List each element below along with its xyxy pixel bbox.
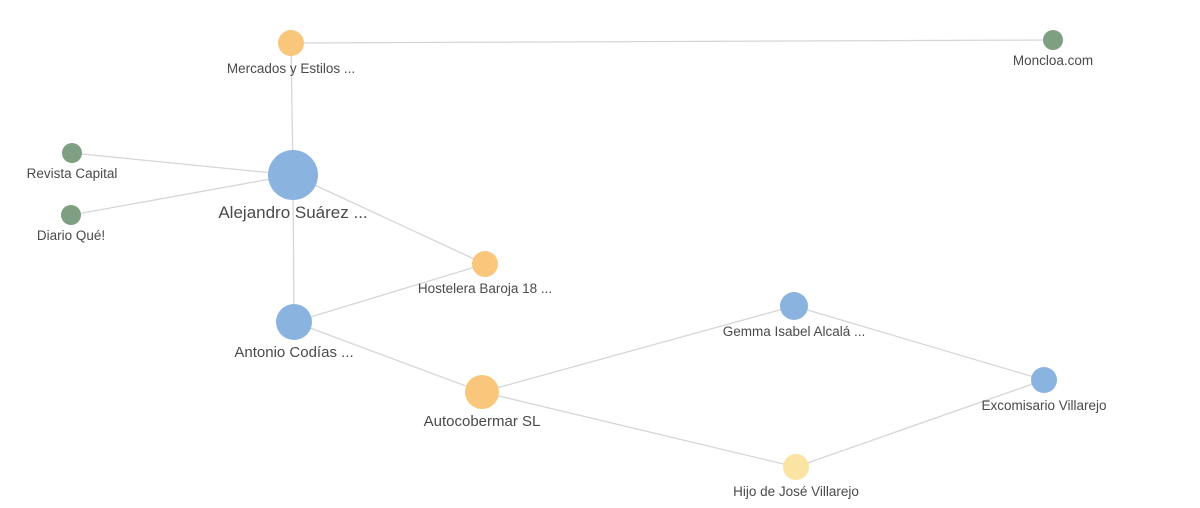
edge-autocobermar-gemma <box>481 305 795 393</box>
edge-diario-alejandro <box>70 174 294 216</box>
node-label-hijo: Hijo de José Villarejo <box>733 484 859 499</box>
edge-hijo-excomisario <box>795 379 1045 468</box>
node-label-excomisario: Excomisario Villarejo <box>981 398 1106 413</box>
node-autocobermar[interactable] <box>465 375 499 409</box>
edges-layer <box>70 39 1054 468</box>
node-label-diario: Diario Qué! <box>37 228 105 243</box>
node-label-moncloa: Moncloa.com <box>1013 53 1093 68</box>
node-revista[interactable] <box>62 143 82 163</box>
node-label-gemma: Gemma Isabel Alcalá ... <box>723 324 866 339</box>
node-alejandro[interactable] <box>268 150 318 200</box>
node-excomisario[interactable] <box>1031 367 1057 393</box>
node-label-antonio: Antonio Codías ... <box>234 344 353 361</box>
node-label-autocobermar: Autocobermar SL <box>424 413 541 430</box>
edge-revista-alejandro <box>71 152 294 176</box>
node-label-revista: Revista Capital <box>27 166 118 181</box>
node-label-mercados: Mercados y Estilos ... <box>227 61 355 76</box>
node-moncloa[interactable] <box>1043 30 1063 50</box>
node-antonio[interactable] <box>276 304 312 340</box>
edge-alejandro-hostelera <box>292 174 486 265</box>
edge-antonio-hostelera <box>293 263 486 323</box>
edge-gemma-excomisario <box>793 305 1045 381</box>
edge-autocobermar-hijo <box>481 391 797 468</box>
node-mercados[interactable] <box>278 30 304 56</box>
nodes-layer <box>61 30 1063 480</box>
node-label-alejandro: Alejandro Suárez ... <box>218 203 367 222</box>
node-gemma[interactable] <box>780 292 808 320</box>
labels-layer: Mercados y Estilos ... Moncloa.comRevista… <box>27 53 1107 499</box>
edge-antonio-autocobermar <box>293 321 483 393</box>
node-diario[interactable] <box>61 205 81 225</box>
node-hijo[interactable] <box>783 454 809 480</box>
node-label-hostelera: Hostelera Baroja 18 ... <box>418 281 552 296</box>
edge-mercados-moncloa <box>290 39 1054 44</box>
node-hostelera[interactable] <box>472 251 498 277</box>
